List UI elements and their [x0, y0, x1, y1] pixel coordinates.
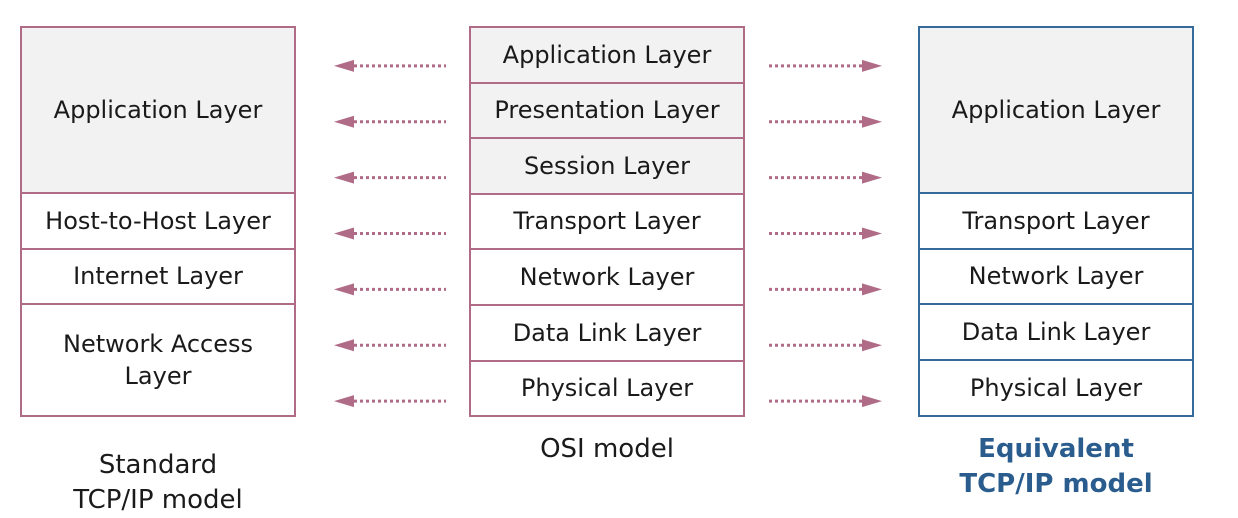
equivalent-model-caption: Equivalent TCP/IP model [918, 432, 1194, 502]
eq-physical-layer: Physical Layer [920, 361, 1192, 415]
osi-physical-layer: Physical Layer [471, 361, 743, 415]
left-arrow-head [334, 227, 354, 240]
standard-caption-line2: TCP/IP model [73, 485, 243, 516]
osi-network-layer: Network Layer [471, 250, 743, 306]
osi-stack: Application Layer Presentation Layer Ses… [469, 26, 745, 417]
right-arrow-head [862, 339, 882, 352]
osi-transport-layer: Transport Layer [471, 194, 743, 251]
eq-network-layer: Network Layer [920, 250, 1192, 305]
osi-application-layer: Application Layer [471, 28, 743, 84]
osi-presentation-layer: Presentation Layer [471, 83, 743, 140]
left-arrow-head [334, 339, 354, 352]
equivalent-caption-line2: TCP/IP model [959, 469, 1153, 500]
left-arrow-head [334, 395, 354, 408]
eq-application-layer: Application Layer [920, 28, 1192, 194]
right-arrow-head [862, 227, 882, 240]
equivalent-caption-line1: Equivalent [978, 434, 1134, 464]
standard-caption-line1: Standard [98, 450, 218, 480]
std-network-access-layer: Network Access Layer [22, 305, 294, 415]
std-application-layer: Application Layer [22, 28, 294, 194]
right-arrow-head [862, 283, 882, 296]
left-arrow-head [334, 171, 354, 184]
standard-tcpip-stack: Application Layer Host-to-Host Layer Int… [20, 26, 296, 417]
standard-model-caption: Standard TCP/IP model [20, 448, 296, 518]
right-arrow-head [862, 171, 882, 184]
eq-data-link-layer: Data Link Layer [920, 305, 1192, 361]
left-arrow-head [334, 283, 354, 296]
right-arrow-head [862, 59, 882, 72]
left-arrow-head [334, 59, 354, 72]
osi-model-caption: OSI model [540, 434, 674, 464]
right-arrow-head [862, 115, 882, 128]
equivalent-tcpip-stack: Application Layer Transport Layer Networ… [918, 26, 1194, 417]
osi-data-link-layer: Data Link Layer [471, 305, 743, 362]
std-internet-layer: Internet Layer [22, 250, 294, 305]
left-arrow-head [334, 115, 354, 128]
std-host-to-host-layer: Host-to-Host Layer [22, 194, 294, 250]
eq-transport-layer: Transport Layer [920, 194, 1192, 250]
osi-session-layer: Session Layer [471, 139, 743, 195]
right-arrow-head [862, 395, 882, 408]
